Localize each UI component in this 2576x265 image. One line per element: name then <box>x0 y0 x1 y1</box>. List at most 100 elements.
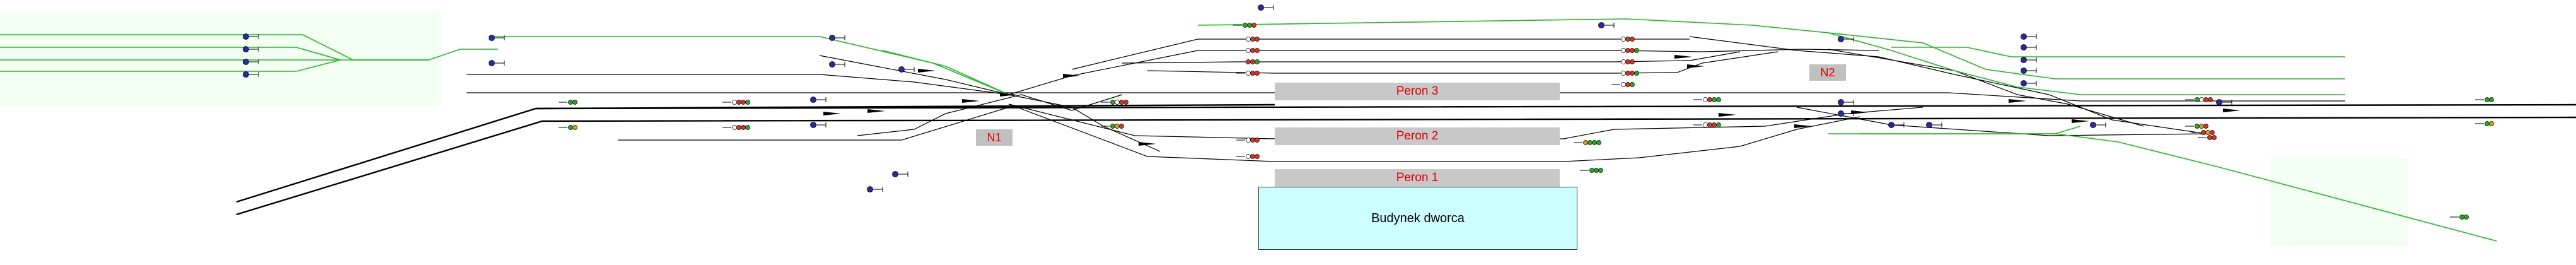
shunting-signal-icon[interactable] <box>892 171 898 177</box>
shunting-signal-icon[interactable] <box>243 71 249 78</box>
signal-head-icon[interactable] <box>1707 122 1712 127</box>
shunting-signal-icon[interactable] <box>810 97 816 103</box>
switch-point-icon[interactable] <box>1719 113 1736 117</box>
shunting-signal-icon[interactable] <box>2021 80 2027 86</box>
signal-head-icon[interactable] <box>2485 97 2490 102</box>
signal-head-icon[interactable] <box>1119 100 1124 105</box>
signal-head-icon[interactable] <box>1115 124 1120 129</box>
signal-head-icon[interactable] <box>1630 82 1635 87</box>
shunting-signal-icon[interactable] <box>2216 99 2222 105</box>
shunting-signal-icon[interactable] <box>867 186 873 192</box>
signal-head-icon[interactable] <box>741 100 746 105</box>
shunting-signal-icon[interactable] <box>1888 122 1894 128</box>
shunting-signal-icon[interactable] <box>2021 68 2027 74</box>
signal-head-icon[interactable] <box>1621 59 1626 64</box>
signal-head-icon[interactable] <box>2199 124 2204 129</box>
switch-point-icon[interactable] <box>1000 93 1018 97</box>
switch-point-icon[interactable] <box>1687 64 1705 68</box>
switch-point-icon[interactable] <box>2009 99 2026 103</box>
signal-head-icon[interactable] <box>1716 97 1721 102</box>
signal-head-icon[interactable] <box>2201 130 2206 135</box>
signal-head-icon[interactable] <box>745 100 750 105</box>
signal-head-icon[interactable] <box>1110 100 1115 105</box>
signal-head-icon[interactable] <box>2459 215 2464 220</box>
signal-head-icon[interactable] <box>1587 140 1593 145</box>
signal-head-icon[interactable] <box>1621 71 1626 76</box>
switch-point-icon[interactable] <box>1139 142 1156 146</box>
signal-head-icon[interactable] <box>2205 130 2210 135</box>
signal-head-icon[interactable] <box>1630 37 1635 42</box>
signal-head-icon[interactable] <box>1716 122 1721 127</box>
signal-head-icon[interactable] <box>736 125 741 130</box>
signal-head-icon[interactable] <box>1621 82 1626 87</box>
signal-head-icon[interactable] <box>1246 71 1251 76</box>
shunting-signal-icon[interactable] <box>1838 36 1844 42</box>
signal-head-icon[interactable] <box>1703 97 1708 102</box>
signal-head-icon[interactable] <box>1246 138 1251 143</box>
signal-head-icon[interactable] <box>736 100 741 105</box>
signal-head-icon[interactable] <box>1255 59 1260 64</box>
shunting-signal-icon[interactable] <box>2021 57 2027 63</box>
signal-head-icon[interactable] <box>1596 140 1601 145</box>
signal-head-icon[interactable] <box>1250 138 1255 143</box>
shunting-signal-icon[interactable] <box>1598 22 1604 28</box>
signal-head-icon[interactable] <box>1583 140 1588 145</box>
signal-head-icon[interactable] <box>2212 135 2217 140</box>
signal-head-icon[interactable] <box>1251 23 1256 28</box>
shunting-signal-icon[interactable] <box>243 33 249 40</box>
station-building[interactable]: Budynek dworca <box>1258 187 1577 250</box>
dispatch-post-n2[interactable]: N2 <box>1809 64 1846 81</box>
signal-head-icon[interactable] <box>1703 122 1708 127</box>
shunting-signal-icon[interactable] <box>810 122 816 128</box>
signal-head-icon[interactable] <box>1250 48 1255 53</box>
signal-head-icon[interactable] <box>1625 71 1630 76</box>
switch-point-icon[interactable] <box>1794 124 1812 128</box>
shunting-signal-icon[interactable] <box>489 60 495 66</box>
switch-point-icon[interactable] <box>2072 119 2089 123</box>
signal-head-icon[interactable] <box>2195 124 2200 129</box>
signal-head-icon[interactable] <box>1630 71 1635 76</box>
platform-1[interactable]: Peron 1 <box>1275 169 1560 187</box>
signal-head-icon[interactable] <box>2210 130 2215 135</box>
signal-head-icon[interactable] <box>1592 140 1597 145</box>
signal-head-icon[interactable] <box>1707 97 1712 102</box>
signal-head-icon[interactable] <box>1621 37 1626 42</box>
signal-head-icon[interactable] <box>732 100 737 105</box>
signal-head-icon[interactable] <box>1630 48 1635 53</box>
signal-head-icon[interactable] <box>1246 154 1251 159</box>
signal-head-icon[interactable] <box>732 125 737 130</box>
shunting-signal-icon[interactable] <box>243 59 249 65</box>
signal-head-icon[interactable] <box>1598 168 1603 173</box>
shunting-signal-icon[interactable] <box>1258 4 1264 11</box>
shunting-signal-icon[interactable] <box>2021 44 2027 50</box>
dispatch-post-n1[interactable]: N1 <box>976 129 1012 146</box>
shunting-signal-icon[interactable] <box>1926 122 1932 128</box>
signal-head-icon[interactable] <box>1246 37 1251 42</box>
switch-point-icon[interactable] <box>867 109 885 113</box>
signal-head-icon[interactable] <box>2489 121 2494 126</box>
signal-head-icon[interactable] <box>1243 23 1248 28</box>
signal-head-icon[interactable] <box>1250 59 1255 64</box>
signal-head-icon[interactable] <box>568 100 573 105</box>
signal-head-icon[interactable] <box>1250 37 1255 42</box>
signal-head-icon[interactable] <box>1630 59 1635 64</box>
signal-head-icon[interactable] <box>2489 97 2494 102</box>
shunting-signal-icon[interactable] <box>829 61 835 68</box>
switch-point-icon[interactable] <box>1063 74 1081 78</box>
shunting-signal-icon[interactable] <box>1838 99 1844 105</box>
signal-head-icon[interactable] <box>1621 48 1626 53</box>
signal-head-icon[interactable] <box>2203 124 2208 129</box>
signal-head-icon[interactable] <box>1255 48 1260 53</box>
signal-head-icon[interactable] <box>1712 122 1717 127</box>
signal-head-icon[interactable] <box>1247 23 1252 28</box>
signal-head-icon[interactable] <box>1634 48 1639 53</box>
signal-head-icon[interactable] <box>1115 100 1120 105</box>
shunting-signal-icon[interactable] <box>1838 110 1844 117</box>
signal-head-icon[interactable] <box>1250 154 1255 159</box>
signal-head-icon[interactable] <box>1123 100 1128 105</box>
signal-head-icon[interactable] <box>1255 154 1260 159</box>
signal-head-icon[interactable] <box>1625 82 1630 87</box>
platform-3[interactable]: Peron 3 <box>1275 83 1560 100</box>
signal-head-icon[interactable] <box>1625 37 1630 42</box>
signal-head-icon[interactable] <box>2208 97 2213 102</box>
